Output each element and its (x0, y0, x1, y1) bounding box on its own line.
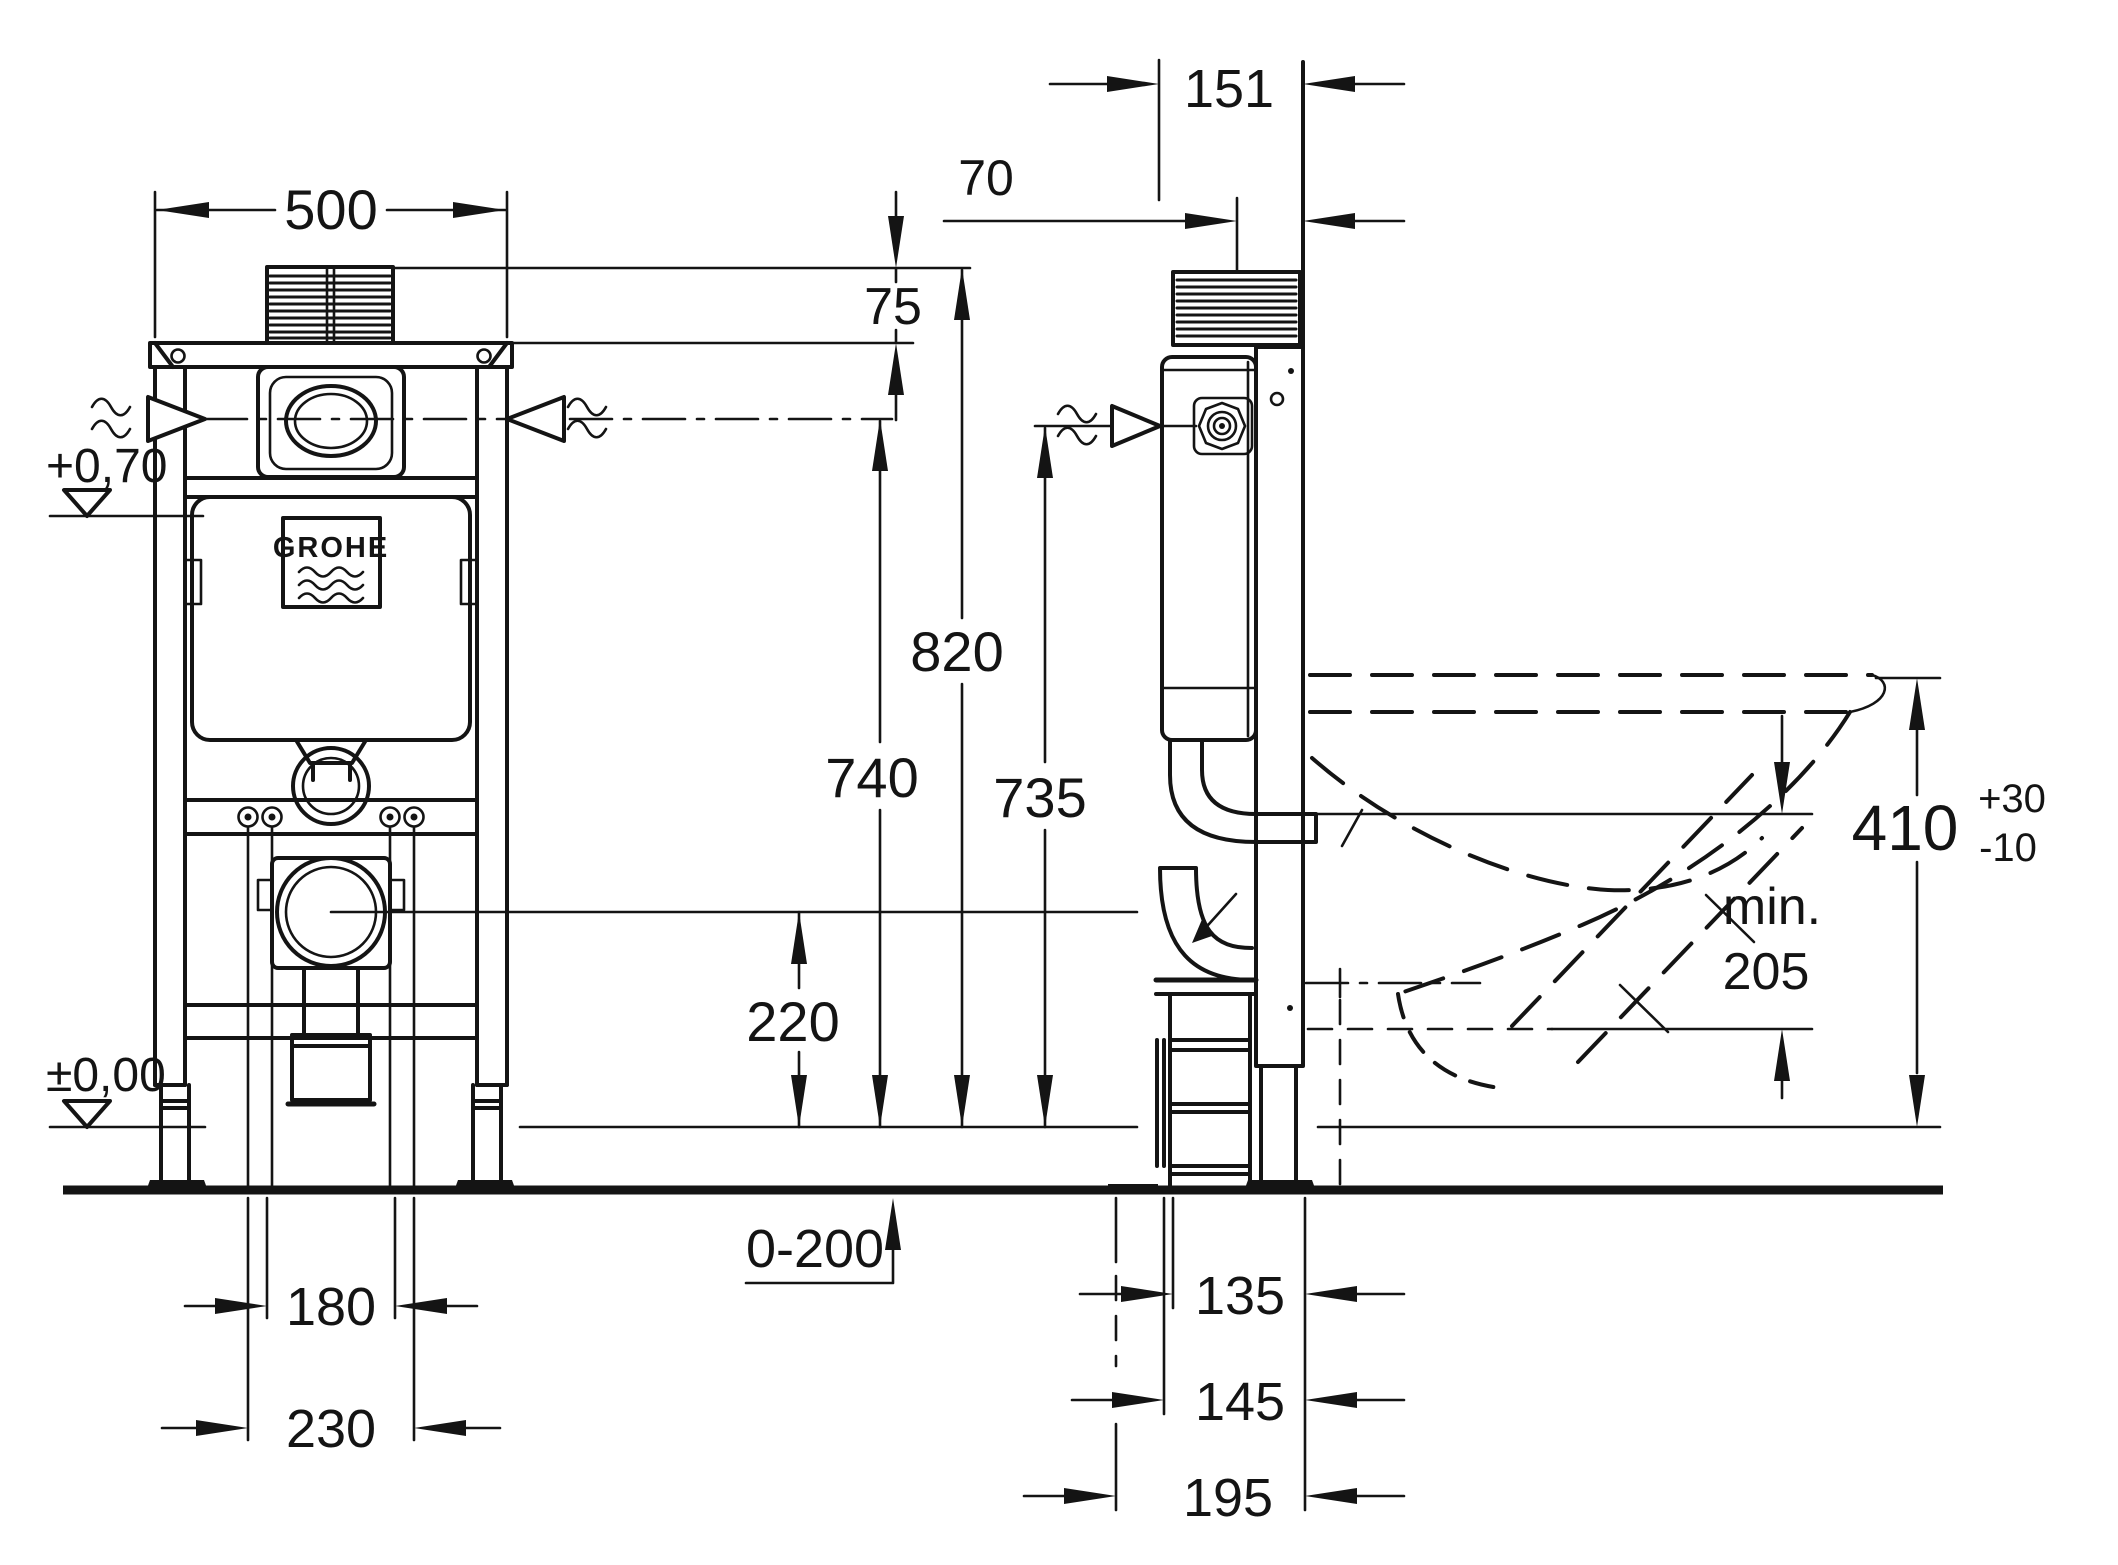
flush-bend-side (1168, 738, 1814, 848)
frame-crossbars (183, 798, 479, 1040)
flush-pipe-front (291, 738, 371, 826)
dim-depth-label: 151 (1184, 59, 1274, 119)
dim-height-supply-front-label: 740 (825, 746, 918, 809)
dim-bowl-clearance-value-label: 205 (1723, 943, 1810, 1001)
dim-pipe-offset: 70 (942, 150, 1406, 229)
dim-bowl-height: 410 +30 -10 (1852, 676, 2046, 1127)
outlet-assembly-side (1153, 866, 1259, 1190)
front-view: +0,70 GROHE (46, 265, 1139, 1191)
dim-fixing-inner: 180 (183, 1196, 479, 1337)
brand-logo-text: GROHE (273, 532, 389, 564)
wc-outlet-front (256, 856, 406, 1107)
dim-fixing-outer: 230 (160, 1196, 502, 1459)
dim-drain-c-label: 195 (1183, 1468, 1273, 1528)
dim-pipe-protrusion: 75 (391, 190, 972, 422)
cistern-side (1160, 355, 1258, 742)
dim-bowl-clearance-min-label: min. (1723, 878, 1821, 936)
dim-height-total-label: 820 (910, 620, 1003, 683)
dim-depth: 151 (1048, 58, 1406, 202)
frame-top-plate (148, 341, 514, 369)
dim-floor-buildup-label: 0-200 (746, 1219, 884, 1279)
water-supply-symbol-right (505, 395, 608, 443)
dim-width-label: 500 (284, 178, 377, 241)
dim-height-total: 820 (910, 268, 1004, 1129)
frame-channel-side (1254, 60, 1305, 1068)
flush-valve-housing (256, 365, 406, 479)
threaded-rods (246, 825, 416, 1190)
cistern-tank: GROHE (183, 476, 479, 742)
dim-floor-buildup: 0-200 (744, 1198, 901, 1285)
dim-pipe-offset-label: 70 (958, 150, 1014, 206)
outlet-center-side (1304, 967, 1482, 1188)
level-marker-supply: +0,70 (46, 440, 205, 518)
dim-bowl-height-plus-label: +30 (1978, 777, 2046, 821)
flush-pipe-housing-side (1171, 196, 1302, 347)
dim-pipe-protrusion-label: 75 (864, 278, 922, 336)
water-supply-symbol-left (90, 395, 207, 443)
frame-rails (153, 365, 509, 1087)
dim-drain-offsets: 135 145 195 (1022, 1196, 1406, 1528)
dim-drain-a-label: 135 (1195, 1266, 1285, 1326)
logo-plate (281, 516, 382, 609)
dim-fixing-outer-label: 230 (286, 1399, 376, 1459)
dim-height-supply-front: 740 (825, 419, 919, 1129)
dim-height-supply-side-label: 735 (993, 766, 1086, 829)
side-view (1033, 60, 1887, 1192)
dim-bowl-height-label: 410 (1852, 792, 1959, 864)
floor-lines (48, 1125, 1943, 1195)
dim-bowl-height-minus-label: -10 (1979, 826, 2037, 870)
dim-height-supply-side: 735 (993, 426, 1087, 1129)
wc-bowl-dashed (1308, 673, 1887, 1090)
dim-outlet-height: 220 (746, 910, 840, 1129)
dimensions: 500 75 820 740 735 (153, 58, 2046, 1528)
flush-pipe-housing-front (265, 265, 395, 345)
logo-waves-icon (297, 566, 365, 604)
dim-width: 500 (153, 178, 509, 339)
dim-bowl-clearance: min. 205 (1306, 714, 1821, 1100)
dim-fixing-inner-label: 180 (286, 1277, 376, 1337)
level-floor-label: ±0,00 (46, 1049, 166, 1102)
level-marker-floor: ±0,00 (46, 1049, 166, 1129)
dim-outlet-height-label: 220 (746, 990, 839, 1053)
water-supply-symbol-side (1033, 404, 1198, 448)
level-supply-label: +0,70 (46, 440, 167, 493)
dim-drain-b-label: 145 (1195, 1372, 1285, 1432)
